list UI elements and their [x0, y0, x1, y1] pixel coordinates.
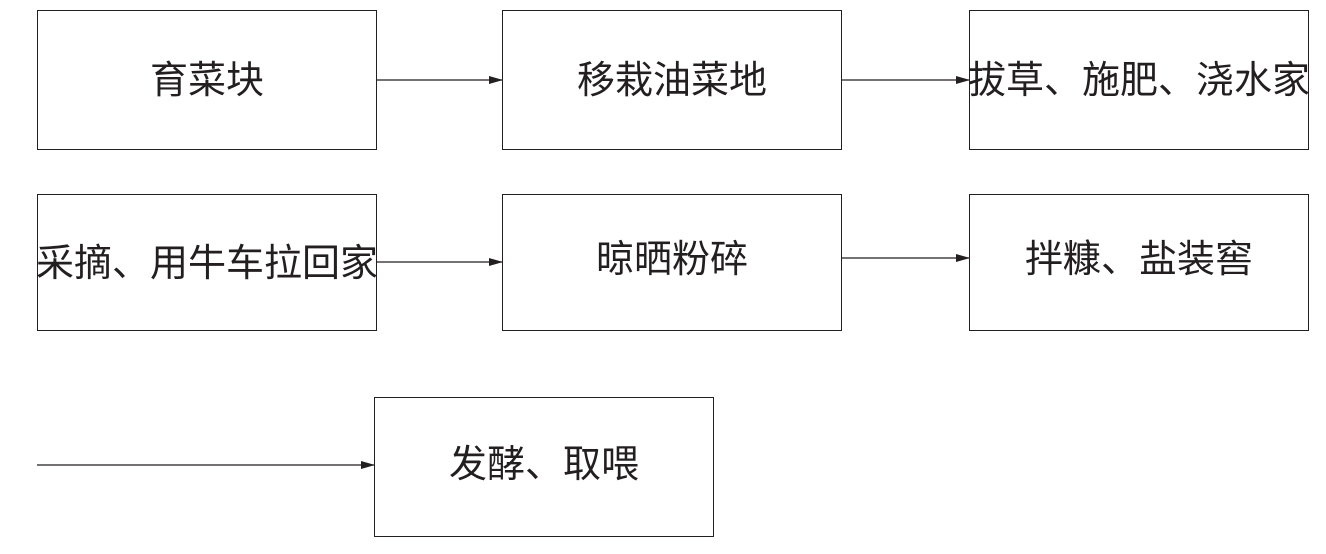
step-box-weed-fertilize-water: 拔草、施肥、浇水家	[968, 10, 1310, 150]
step-box-transplant: 移栽油菜地	[502, 10, 842, 150]
step-box-seedling: 育菜块	[37, 10, 377, 150]
step-box-harvest-cart-home: 采摘、用牛车拉回家	[36, 194, 378, 331]
step-box-ferment-feed: 发酵、取喂	[374, 397, 714, 537]
step-box-dry-crush: 晾晒粉碎	[502, 194, 842, 331]
step-box-mix-salt-cellar: 拌糠、盐装窖	[969, 194, 1309, 331]
